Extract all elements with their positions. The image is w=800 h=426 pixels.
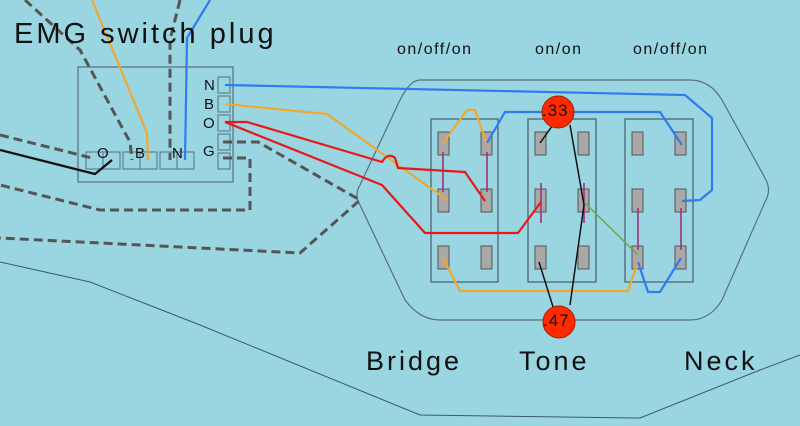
wire-black-pot1b <box>569 124 585 306</box>
tone-label: Tone <box>519 346 590 376</box>
neck-switch-type: on/off/on <box>633 41 709 58</box>
plug-bottom-pin-B: B <box>135 145 146 162</box>
wire-orange-bridge <box>90 0 150 161</box>
plug-bottom-pin-N: N <box>172 145 183 162</box>
wire-orange-loop <box>442 108 489 146</box>
switch-frames <box>430 118 694 283</box>
plug-pin-N: N <box>204 77 215 94</box>
ground-wires <box>0 0 363 255</box>
control-cavity-outline <box>356 79 770 321</box>
diagram-title: EMG switch plug <box>14 18 277 50</box>
wire-orange-B <box>224 102 448 201</box>
wire-green <box>583 201 639 256</box>
tone-switch-type: on/on <box>535 41 583 58</box>
plug-pin-B: B <box>204 96 215 113</box>
bridge-switch-type: on/off/on <box>397 41 473 58</box>
wire-blue-N <box>224 83 714 203</box>
pot-value-033: .33 <box>542 101 569 120</box>
wire-orange-bottom <box>442 257 640 293</box>
wire-blue-neck <box>183 0 211 161</box>
wire-black-output <box>0 148 113 176</box>
guitar-body-outline <box>0 261 800 419</box>
pot-047-capacitor <box>542 305 576 339</box>
bridge-label: Bridge <box>366 346 463 376</box>
pot-value-047: .47 <box>543 311 570 330</box>
wire-blue-loop <box>486 110 683 146</box>
plug-bottom-pin-O: O <box>97 145 109 162</box>
pot-033-capacitor <box>541 95 575 129</box>
bridge-switch-frame <box>430 118 499 283</box>
wire-black-pot2 <box>538 261 555 311</box>
jumper-wires <box>442 152 682 250</box>
wire-blue-bottom <box>636 257 682 294</box>
wire-red-O-2 <box>224 120 542 235</box>
switch-lugs <box>437 131 687 270</box>
wires <box>0 0 714 311</box>
wire-red-O-1 <box>225 120 486 202</box>
plug-pin-G: G <box>203 143 215 160</box>
plug-pin-O: O <box>203 115 215 132</box>
neck-label: Neck <box>684 346 758 376</box>
